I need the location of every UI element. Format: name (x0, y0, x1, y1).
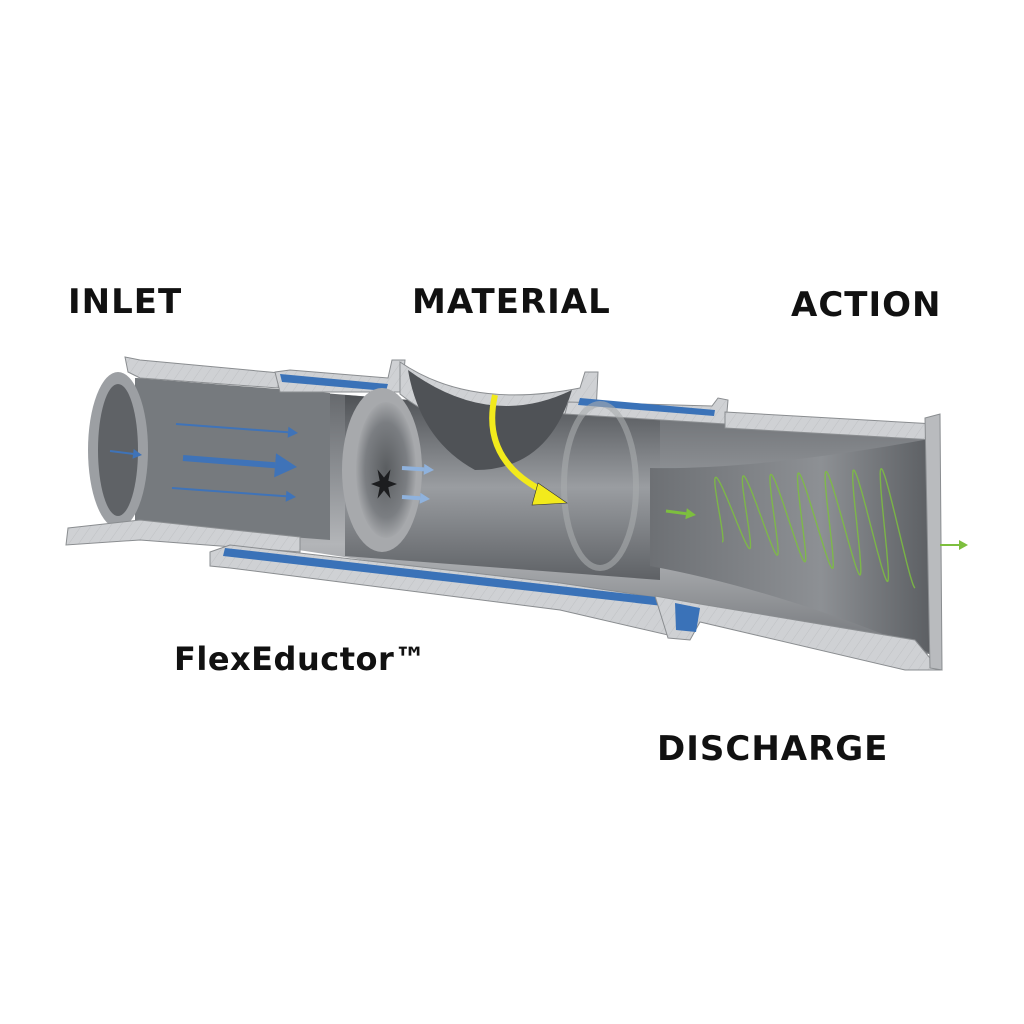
vortex-entry-arrow-head (685, 508, 696, 520)
product-name-label: FlexEductor™ (174, 640, 427, 678)
material-arrow-head (531, 482, 568, 506)
flow-arrows (109, 394, 968, 589)
inlet-label: INLET (68, 282, 183, 322)
inlet-arrow-top-head (287, 426, 298, 438)
material-label: MATERIAL (412, 282, 611, 322)
nozzle-assembly (342, 388, 639, 571)
jet-arrow-upper-head (423, 463, 434, 475)
discharge-label: DISCHARGE (657, 729, 889, 769)
helix-vortex-icon (714, 467, 916, 589)
inlet-flange (65, 356, 301, 553)
inlet-arrow-bottom-shaft (171, 487, 287, 498)
jet-arrow-lower-head (419, 492, 430, 504)
inlet-arrow-top-shaft (175, 423, 289, 434)
vortex-entry-arrow-shaft (665, 509, 687, 516)
inlet-arrow-main-head (274, 453, 297, 478)
discharge-flange (924, 413, 943, 671)
discharge-outlet-arrow-head (959, 540, 968, 550)
inlet-arrow-outer-head (132, 448, 142, 459)
inlet-arrow-bottom-head (285, 490, 296, 502)
jet-arrow-lower-shaft (401, 495, 421, 501)
inlet-arrow-main-shaft (182, 455, 276, 469)
material-arrow-curve (489, 394, 547, 495)
action-label: ACTION (791, 285, 942, 325)
lower-wall-section (209, 544, 942, 671)
jet-arrow-upper-shaft (401, 466, 425, 472)
inlet-arrow-outer-shaft (109, 450, 134, 455)
star-nozzle-icon (371, 469, 397, 499)
